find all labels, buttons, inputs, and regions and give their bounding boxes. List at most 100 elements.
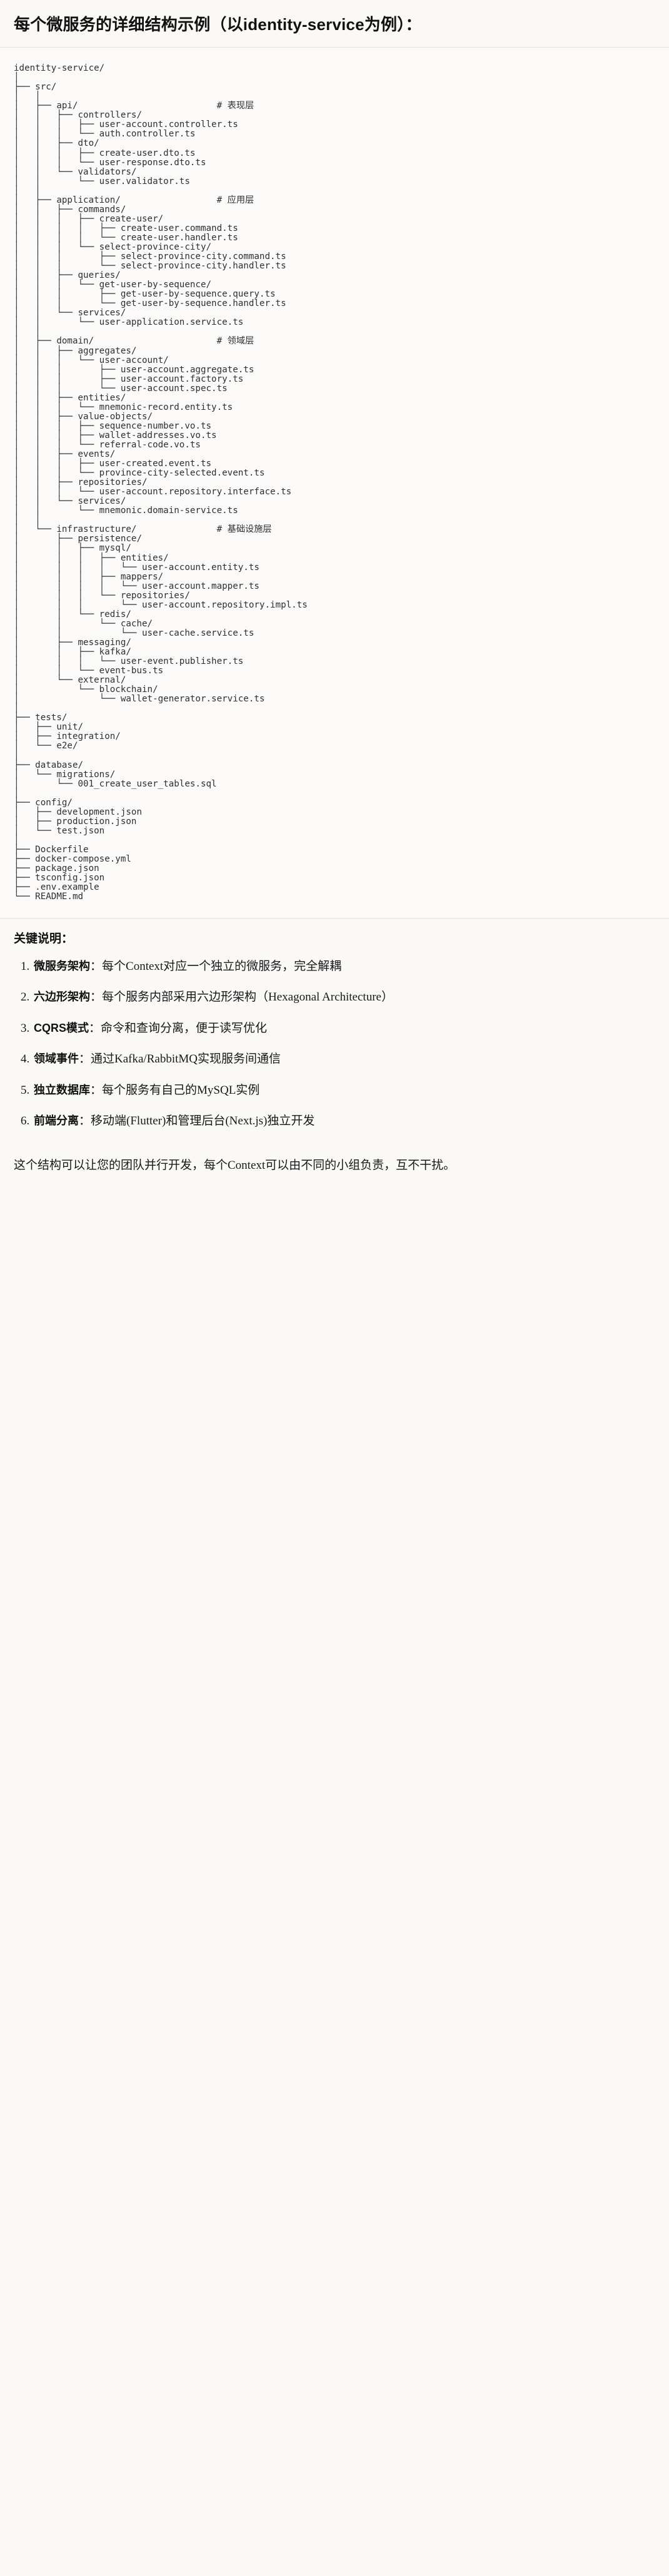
tree-line: │ │ <box>14 515 41 526</box>
tree-line: │ │ ├── entities/ <box>14 392 126 403</box>
tree-line: ├── Dockerfile <box>14 844 89 855</box>
tree-line: │ │ └── user-cache.service.ts <box>14 628 254 638</box>
key-note-item: 领域事件：通过Kafka/RabbitMQ实现服务间通信 <box>33 1051 655 1069</box>
tree-line: │ │ │ └── get-user-by-sequence.handler.t… <box>14 298 286 309</box>
tree-line: │ │ └── validators/ <box>14 166 137 177</box>
tree-line: └── README.md <box>14 892 84 902</box>
tree-line: │ │ <box>14 91 41 102</box>
key-note-item: 微服务架构：每个Context对应一个独立的微服务，完全解耦 <box>33 958 655 976</box>
tree-line: │ │ └── mnemonic.domain-service.ts <box>14 506 238 516</box>
tree-line: │ │ │ ├── sequence-number.vo.ts <box>14 420 212 431</box>
tree-line-path: │ ├── domain/ <box>14 336 217 347</box>
tree-line: │ │ │ └── select-province-city.handler.t… <box>14 261 286 272</box>
tree-line: │ │ ├── controllers/ <box>14 110 142 121</box>
tree-line-comment: # 表现层 <box>216 101 254 111</box>
tree-divider <box>0 918 669 919</box>
closing-paragraph: 这个结构可以让您的团队并行开发，每个Context可以由不同的小组负责，互不干扰… <box>14 1158 456 1172</box>
key-note-body: 每个服务有自己的MySQL实例 <box>102 1083 260 1097</box>
tree-line: │ │ └── cache/ <box>14 618 153 629</box>
tree-line: ├── database/ <box>14 760 84 770</box>
tree-line-comment: # 应用层 <box>216 195 254 205</box>
tree-line: │ │ │ ├── mappers/ <box>14 571 164 582</box>
tree-line: ├── .env.example <box>14 882 99 893</box>
tree-line: │ │ │ └── user-event.publisher.ts <box>14 656 244 667</box>
tree-line: │ ├── domain/ # 领域层 <box>14 336 254 346</box>
tree-line: │ ├── development.json <box>14 807 142 817</box>
tree-line: │ <box>14 788 19 798</box>
tree-line-path: │ ├── api/ <box>14 101 217 111</box>
tree-line: │ └── infrastructure/ # 基础设施层 <box>14 524 272 534</box>
tree-line: │ │ │ │ └── create-user.handler.ts <box>14 232 238 243</box>
tree-line: ├── tests/ <box>14 713 68 723</box>
key-note-separator: ： <box>79 1052 91 1066</box>
tree-line: │ │ │ └── select-province-city/ <box>14 242 212 252</box>
key-notes-section: 关键说明： 微服务架构：每个Context对应一个独立的微服务，完全解耦六边形架… <box>0 919 669 1150</box>
tree-line: │ │ │ ├── select-province-city.command.t… <box>14 252 286 262</box>
tree-line: identity-service/ <box>14 63 105 74</box>
key-note-body: 命令和查询分离，便于读写优化 <box>101 1021 268 1035</box>
key-note-body: 移动端(Flutter)和管理后台(Next.js)独立开发 <box>91 1114 315 1128</box>
heading-divider <box>0 47 669 48</box>
tree-line: │ ├── messaging/ <box>14 637 131 648</box>
tree-line: │ ├── application/ # 应用层 <box>14 195 254 205</box>
tree-line: │ │ │ ├── entities/ <box>14 552 169 563</box>
tree-line: │ │ ├── queries/ <box>14 270 121 281</box>
tree-line: │ <box>14 703 19 714</box>
tree-line-comment: # 领域层 <box>216 336 254 347</box>
tree-line: │ │ │ └── auth.controller.ts <box>14 129 196 140</box>
key-note-body: 每个服务内部采用六边形架构（Hexagonal Architecture） <box>102 990 393 1004</box>
tree-line: │ │ <box>14 327 41 337</box>
tree-line: │ │ ├── commands/ <box>14 204 126 215</box>
key-note-item: 前端分离：移动端(Flutter)和管理后台(Next.js)独立开发 <box>33 1112 655 1131</box>
tree-line: │ ├── persistence/ <box>14 534 142 544</box>
tree-line: │ │ ├── mysql/ <box>14 543 131 554</box>
tree-line: │ │ │ ├── get-user-by-sequence.query.ts <box>14 289 276 300</box>
key-note-term: 独立数据库 <box>34 1083 90 1096</box>
tree-line: │ └── blockchain/ <box>14 685 158 695</box>
key-notes-list: 微服务架构：每个Context对应一个独立的微服务，完全解耦六边形架构：每个服务… <box>14 958 655 1131</box>
tree-line: ├── docker-compose.yml <box>14 854 131 865</box>
tree-line: │ <box>14 750 19 761</box>
key-note-item: 独立数据库：每个服务有自己的MySQL实例 <box>33 1082 655 1100</box>
tree-line: ├── package.json <box>14 863 99 874</box>
directory-tree: identity-service/ │ ├── src/ │ │ │ ├── a… <box>14 64 655 902</box>
key-note-body: 每个Context对应一个独立的微服务，完全解耦 <box>102 959 342 973</box>
key-note-separator: ： <box>90 959 103 973</box>
key-note-term: 领域事件 <box>34 1052 79 1066</box>
key-note-body: 通过Kafka/RabbitMQ实现服务间通信 <box>91 1052 281 1066</box>
tree-line: │ │ └── event-bus.ts <box>14 666 164 676</box>
key-note-separator: ： <box>90 990 103 1004</box>
tree-line: │ │ │ └── mnemonic-record.entity.ts <box>14 402 233 412</box>
tree-line: │ │ ├── kafka/ <box>14 647 131 657</box>
key-note-separator: ： <box>90 1083 103 1097</box>
tree-line: │ │ │ └── user-response.dto.ts <box>14 157 206 168</box>
tree-line-path: │ └── infrastructure/ <box>14 524 217 535</box>
tree-line: │ └── 001_create_user_tables.sql <box>14 778 217 789</box>
tree-line: │ <box>14 73 19 83</box>
tree-line: │ │ │ └── user-account.repository.interf… <box>14 487 292 497</box>
tree-line: ├── config/ <box>14 797 73 808</box>
key-note-separator: ： <box>89 1021 101 1035</box>
tree-line: │ │ │ ├── user-account.factory.ts <box>14 374 244 384</box>
tree-line: │ │ │ ├── user-created.event.ts <box>14 459 212 469</box>
tree-line: │ │ <box>14 185 41 196</box>
tree-line: │ └── wallet-generator.service.ts <box>14 694 265 705</box>
key-note-item: 六边形架构：每个服务内部采用六边形架构（Hexagonal Architectu… <box>33 989 655 1007</box>
tree-line: │ │ └── redis/ <box>14 609 131 619</box>
tree-line: │ │ │ └── referral-code.vo.ts <box>14 439 201 450</box>
tree-line: │ ├── api/ # 表现层 <box>14 101 254 111</box>
tree-line: ├── tsconfig.json <box>14 873 105 883</box>
tree-line: │ ├── unit/ <box>14 722 84 733</box>
tree-line: │ <box>14 835 19 845</box>
tree-line: │ │ │ ├── wallet-addresses.vo.ts <box>14 430 217 440</box>
key-note-term: 前端分离 <box>34 1114 79 1128</box>
tree-line: │ │ ├── dto/ <box>14 138 99 149</box>
tree-line: │ │ │ └── get-user-by-sequence/ <box>14 280 212 290</box>
key-note-term: CQRS模式 <box>34 1021 89 1034</box>
key-notes-title: 关键说明： <box>14 932 74 946</box>
tree-line: │ │ │ └── user-account.spec.ts <box>14 383 228 394</box>
key-note-separator: ： <box>79 1114 91 1128</box>
tree-line: │ │ │ └── province-city-selected.event.t… <box>14 468 265 479</box>
tree-line: │ ├── production.json <box>14 816 137 827</box>
tree-line: ├── src/ <box>14 82 57 93</box>
